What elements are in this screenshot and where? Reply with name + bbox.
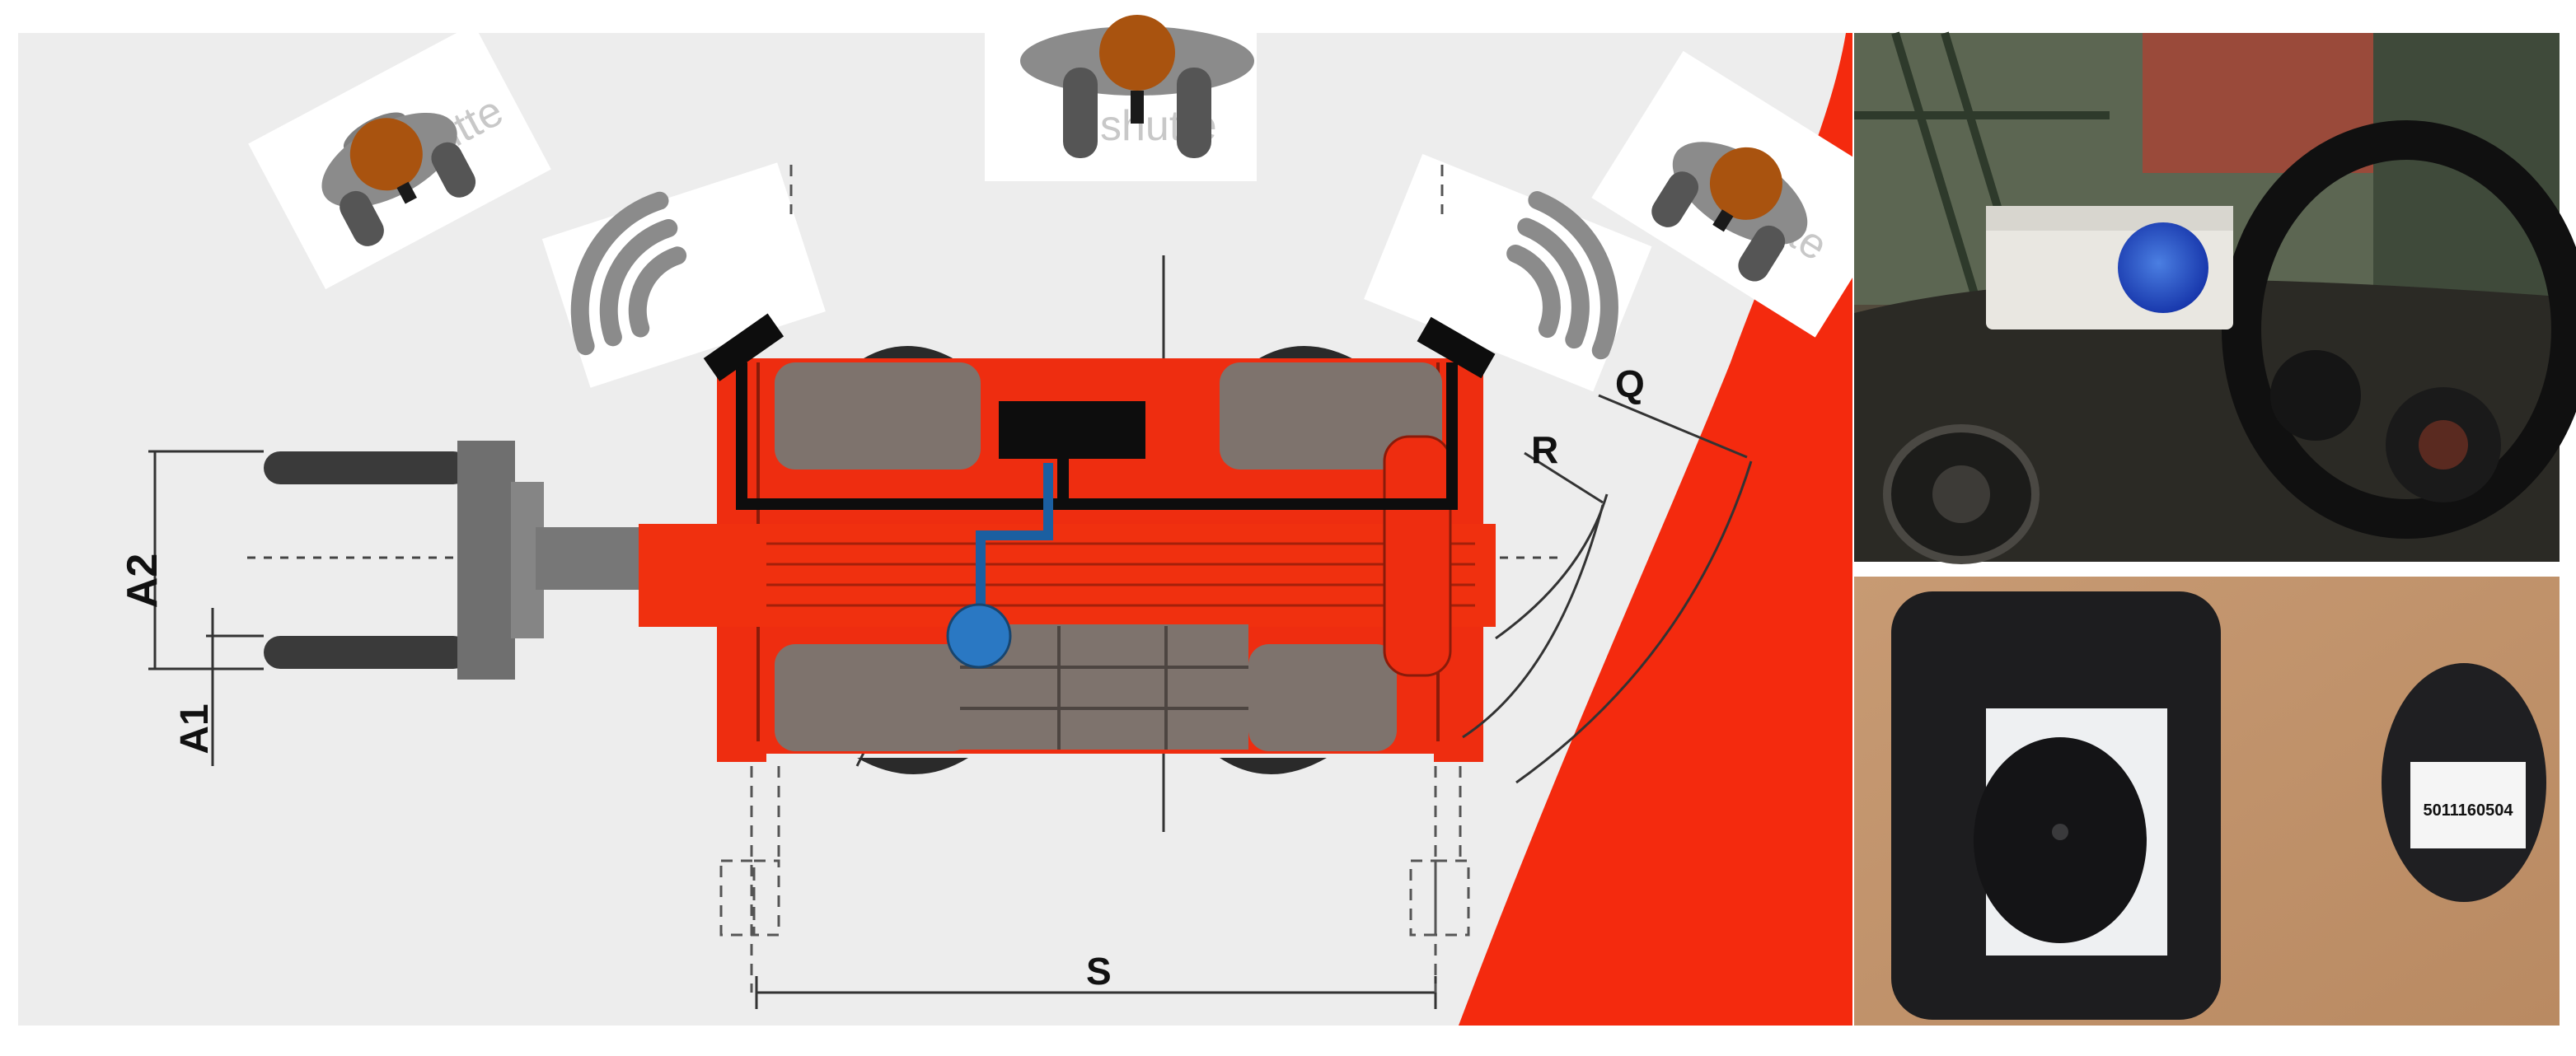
sensor-cable — [736, 362, 1458, 510]
dimension-a1 — [206, 608, 264, 766]
wireless-signal-icon — [1506, 191, 1618, 360]
seat-rear-left — [775, 644, 972, 751]
warning-beacon-icon — [946, 603, 1012, 669]
rfid-antenna-icon — [1417, 316, 1496, 379]
rfid-tag-icon: 5011160504 — [2382, 663, 2546, 902]
dimension-label-q: Q — [1615, 362, 1645, 405]
worker-topview-icon — [1651, 142, 1808, 282]
photo-cab-beacon — [1854, 31, 2576, 564]
controller-box — [999, 401, 1145, 459]
beacon-cable — [976, 463, 1053, 634]
wireless-card-right — [1364, 153, 1652, 392]
worker-top-left: shutte — [248, 23, 551, 290]
warning-beacon-icon — [1986, 206, 2233, 329]
dimension-label-a1: A1 — [173, 703, 217, 754]
forklift-forks — [264, 441, 643, 680]
photo-rfid-tags: 5011160504 — [1854, 577, 2560, 1026]
steering-wheel — [2222, 120, 2576, 539]
dimension-label-r: R — [1531, 428, 1558, 471]
worker-topview-icon — [1020, 15, 1254, 158]
rfid-tag-number: 5011160504 — [2423, 801, 2513, 820]
worker-top-right: shutte — [1591, 50, 1907, 338]
seat-front-left — [775, 362, 981, 470]
stabilizer-legs — [719, 165, 1470, 993]
dimension-label-s: S — [1086, 950, 1112, 993]
dimension-label-a2: A2 — [119, 554, 166, 608]
worker-topview-icon — [321, 112, 476, 246]
wireless-signal-icon — [570, 191, 687, 356]
diagram-panel: shutte shutte shutte — [18, 15, 1907, 1026]
worker-top-center: shutte — [985, 15, 1257, 181]
rfid-antenna-icon — [703, 313, 785, 381]
seat-rear-right — [1248, 644, 1397, 751]
forklift-body — [639, 346, 1496, 774]
seat-front-right — [1220, 362, 1442, 470]
dimension-q — [1515, 394, 1753, 784]
boom — [639, 524, 1496, 627]
rfid-tag-icon — [1891, 591, 2221, 1020]
dimension-r — [1462, 451, 1609, 739]
hazard-zone — [1459, 33, 1852, 1026]
